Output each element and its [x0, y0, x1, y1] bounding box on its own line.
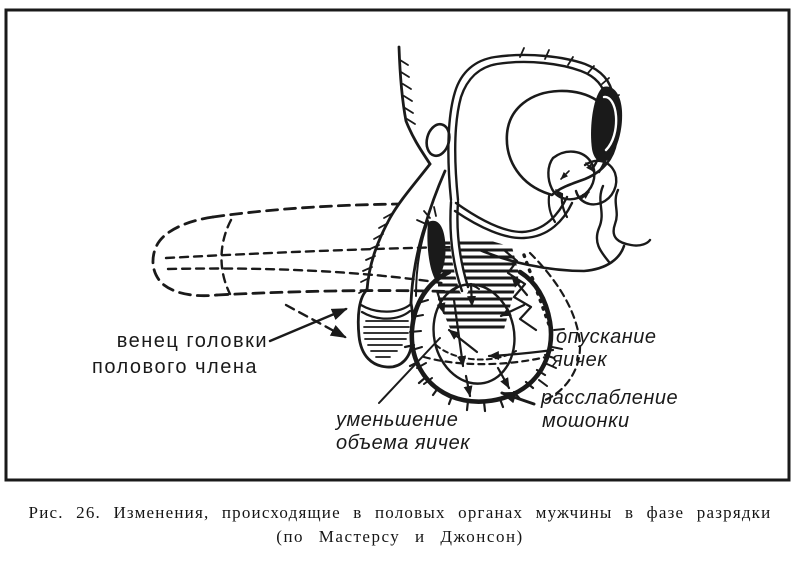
corona-pointer-arrows [268, 303, 348, 343]
label-relax-line1: расслабление [540, 387, 678, 409]
label-shrink-line2: объема яичек [336, 432, 471, 454]
label-relax-line2: мошонки [542, 410, 630, 432]
corona-solid-arrow [268, 307, 348, 343]
abdominal-wall-line [397, 45, 451, 166]
scrotum-relaxed-dashed-outline [422, 251, 582, 402]
corona-dashed-arrow [284, 303, 347, 339]
descent-pointer-arrow [487, 348, 555, 361]
testicle [432, 283, 517, 385]
label-descent-line1: опускание [556, 326, 656, 348]
label-shrink-line1: уменьшение [334, 409, 458, 431]
testicle-shrink-arrows [435, 282, 526, 398]
figure-border [4, 8, 791, 482]
perineum-contour [478, 244, 626, 273]
label-descent-line2: яичек [551, 349, 608, 371]
penis-flaccid [356, 162, 447, 369]
glans-corona-line [359, 302, 413, 320]
label-corona-line1: венец головки [117, 330, 268, 352]
label-corona-line2: полового члена [92, 356, 258, 378]
perineum-hatching [438, 241, 519, 329]
scrotum-outline [403, 269, 565, 413]
figure-caption-line-2: (по Мастерсу и Джонсон) [276, 527, 524, 546]
prostate-contraction-arrows [555, 162, 594, 200]
relax-pointer-arrow [500, 391, 536, 406]
figure-caption-line-1: Рис. 26. Изменения, происходящие в полов… [28, 503, 772, 522]
shrink-pointer-line [378, 337, 441, 404]
prostate [547, 150, 618, 206]
penis-erect-dashed-outline [151, 202, 464, 298]
rectum-lines [478, 184, 652, 273]
seminal-vesicle [591, 86, 623, 162]
